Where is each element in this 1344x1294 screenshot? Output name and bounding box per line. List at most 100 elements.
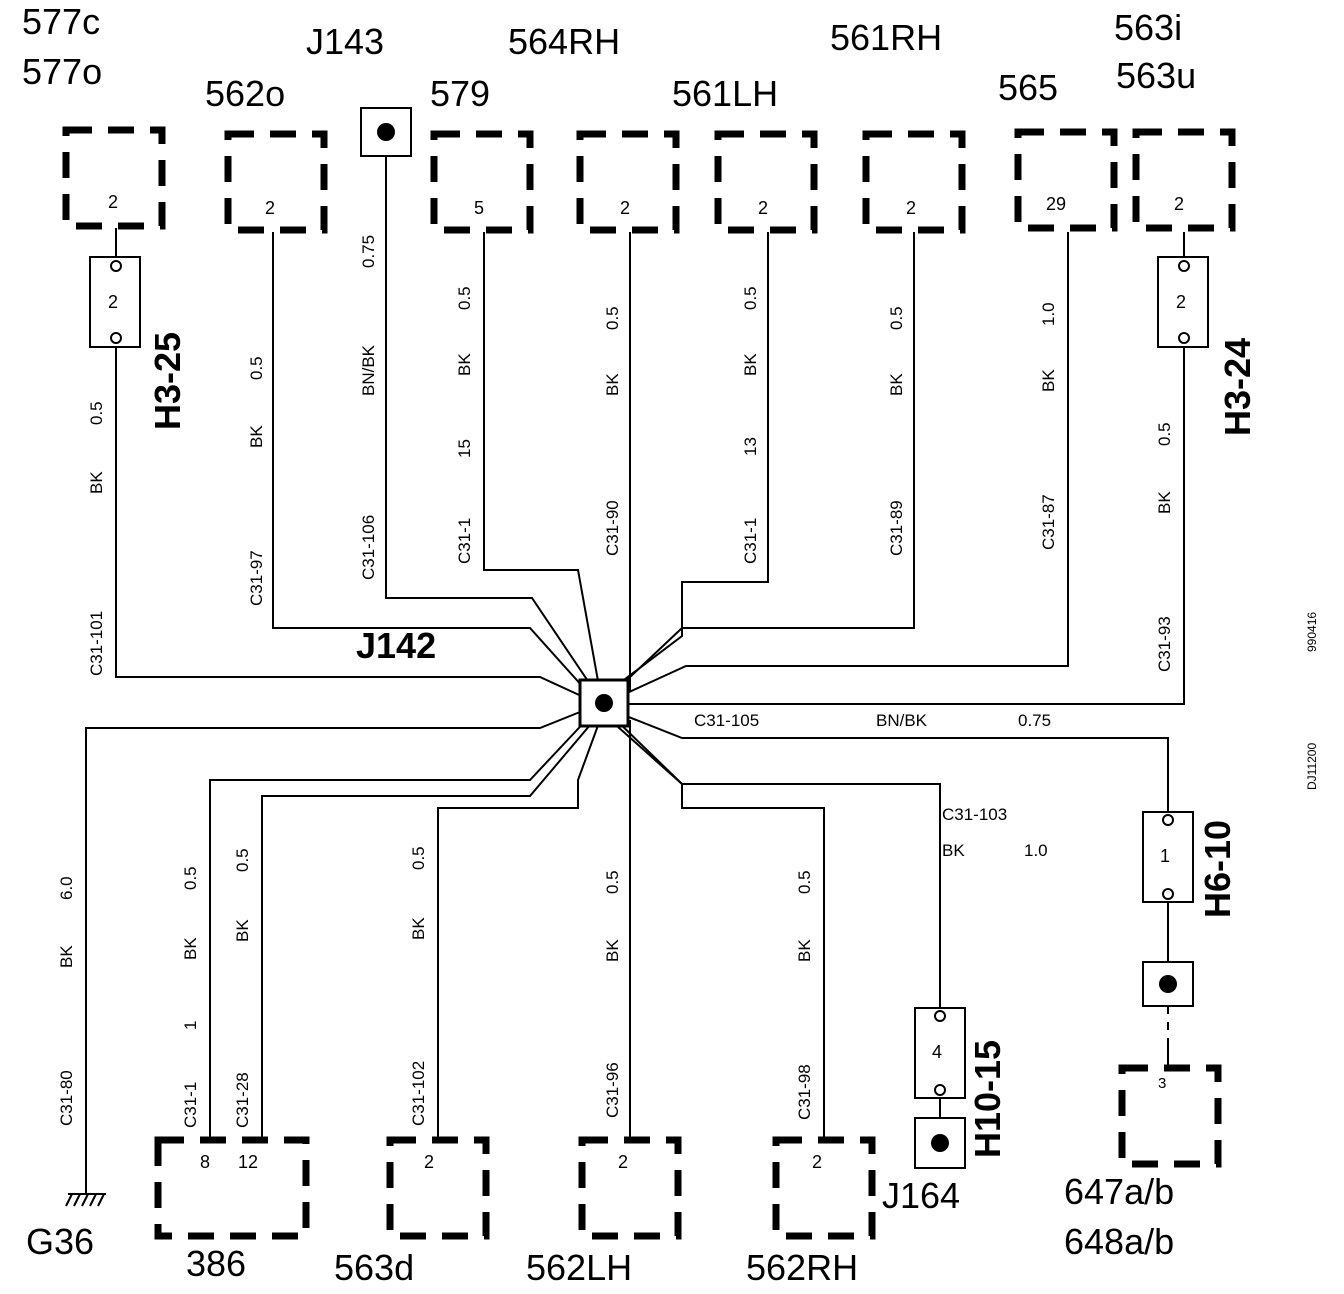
wire-c31-106 [385,140,597,694]
wire-lines [85,140,1185,1194]
wire-c31-1-579 [483,232,601,693]
connector-386 [154,1136,310,1240]
label-562o: 562o [205,73,285,114]
wire-size-579: 0.5 [455,286,474,310]
wire-color-102: BK [409,917,428,940]
wire-size-87: 1.0 [1039,302,1058,326]
wire-circuit-96: C31-96 [603,1062,622,1118]
wire-circuit-98: C31-98 [795,1064,814,1120]
label-h3-25: H3-25 [147,332,188,430]
ground-symbol [65,1193,106,1207]
pin-561lh: 2 [758,198,768,218]
connector-563d [386,1136,490,1240]
label-j143: J143 [306,21,384,62]
pin-563d: 2 [424,1152,434,1172]
label-h10-15: H10-15 [967,1040,1008,1158]
label-579: 579 [430,73,490,114]
label-562lh: 562LH [526,1247,632,1288]
fuse-h3-24 [1157,256,1209,348]
pin-h10-15: 4 [932,1042,942,1062]
fuse-h10-15 [914,1007,966,1099]
wire-c31-98 [607,717,825,1138]
pin-561rh: 2 [906,198,916,218]
wire-c31-103 [611,715,941,1008]
label-j142: J142 [356,625,436,666]
wire-c31-93 [628,347,1185,705]
connector-562rh [772,1136,876,1240]
connector-563 [1132,128,1236,232]
wire-color-90: BK [603,373,622,396]
pin-562o: 2 [265,198,275,218]
connector-564rh [576,130,680,234]
wire-c31-87 [615,232,1069,699]
pin-577: 2 [108,192,118,212]
wire-size-90: 0.5 [603,306,622,330]
wire-size-98: 0.5 [795,870,814,894]
pin-562lh: 2 [618,1152,628,1172]
label-h6-10: H6-10 [1197,820,1238,918]
wire-circuit-28: C31-28 [233,1072,252,1128]
pin-562rh: 2 [812,1152,822,1172]
wire-size-89: 0.5 [887,306,906,330]
wire-pin-386a: 1 [181,1021,200,1030]
wire-size-105: 0.75 [1018,711,1051,730]
label-562rh: 562RH [746,1247,858,1288]
wire-color-386a: BK [181,937,200,960]
label-563u: 563u [1116,55,1196,96]
pin-h3-24: 2 [1176,292,1186,312]
wire-size-96: 0.5 [603,870,622,894]
wire-circuit-386a: C31-1 [181,1082,200,1128]
wire-c31-28 [261,717,597,1138]
wire-circuit-80: C31-80 [57,1070,76,1126]
connector-562lh [578,1136,682,1240]
pin-386-a: 8 [200,1152,210,1172]
pin-h3-25: 2 [108,292,118,312]
wire-c31-105 [615,711,1169,812]
wire-size-93: 0.5 [1155,422,1174,446]
label-647ab: 647a/b [1064,1171,1174,1212]
wire-c31-102 [437,719,601,1138]
wire-color-80: BK [57,945,76,968]
wire-color-561: BK [741,353,760,376]
fuse-h6-10 [1142,811,1194,903]
margin-code-2: DJ11200 [1305,743,1319,790]
wire-c31-89 [611,232,915,695]
connector-565 [1014,128,1118,232]
wire-c31-1-386 [209,713,593,1138]
splice-h6-10 [1142,961,1194,1007]
wire-size-97: 0.5 [247,356,266,380]
wire-pin-579: 15 [455,439,474,458]
wire-circuit-103: C31-103 [942,805,1007,824]
wire-pin-561: 13 [741,437,760,456]
pin-564rh: 2 [620,198,630,218]
wire-size-28: 0.5 [233,848,252,872]
pin-386-b: 12 [238,1152,258,1172]
label-564rh: 564RH [508,21,620,62]
label-563d: 563d [334,1247,414,1288]
wire-size-561: 0.5 [741,286,760,310]
connector-561rh [862,130,966,234]
connector-647 [1118,1064,1222,1168]
splice-j164-dot [931,1134,949,1152]
wire-c31-1-561 [607,232,769,693]
connector-561lh [714,130,818,234]
label-561lh: 561LH [672,73,778,114]
wire-color-28: BK [233,919,252,942]
pin-563: 2 [1174,194,1184,214]
wire-c31-101-run [115,347,591,701]
wire-circuit-89: C31-89 [887,500,906,556]
connector-562o [224,130,328,234]
label-577c: 577c [22,1,100,42]
fuse-h3-25 [89,256,141,348]
wire-size-106: 0.75 [359,235,378,268]
wire-circuit-87: C31-87 [1039,494,1058,550]
wire-circuit-579: C31-1 [455,518,474,564]
wire-c31-80 [85,707,591,1194]
label-g36: G36 [26,1221,94,1262]
wire-size-386a: 0.5 [181,866,200,890]
wire-circuit-93: C31-93 [1155,616,1174,672]
label-386: 386 [186,1243,246,1284]
wire-size-102: 0.5 [409,846,428,870]
label-h3-24: H3-24 [1217,338,1258,436]
label-648ab: 648a/b [1064,1221,1174,1262]
